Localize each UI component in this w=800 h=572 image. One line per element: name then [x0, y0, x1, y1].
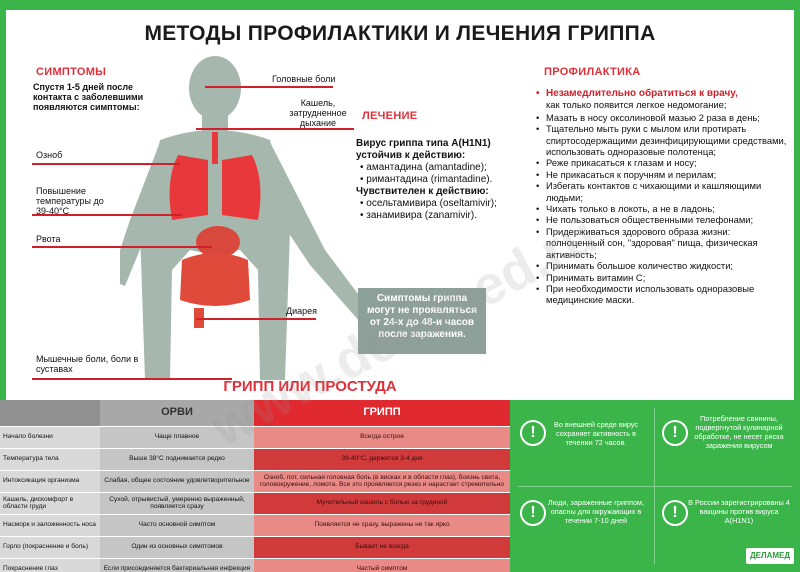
orvi-cell: Один из основных симптомов — [100, 536, 254, 559]
resistant-drug: римантадина (rimantadine). — [360, 174, 526, 186]
fact-text: Потребление свинины, подвергнутой кулина… — [694, 414, 784, 450]
prevention-list: Незамедлительно обратиться к врачу,как т… — [536, 88, 788, 306]
flu-cell: 39-40°С, держится 3-4 дня — [254, 448, 510, 471]
symptom-chills: Озноб — [36, 150, 63, 160]
flu-header: ГРИПП — [254, 400, 510, 427]
symptom-headache-line — [205, 86, 333, 88]
prevention-item: Принимать витамин С; — [536, 272, 788, 284]
fact-text: Люди, зараженные гриппом, опасны для окр… — [547, 498, 645, 525]
left-green-border — [0, 0, 6, 572]
param-cell: Интоксикация организма — [0, 470, 100, 493]
comparison-table: ОРВИ ГРИПП Начало болезни Чаще плавное В… — [0, 400, 510, 572]
fact-text: Во внешней среде вирус сохраняет активно… — [553, 420, 639, 447]
symptom-note-box: Симптомы гриппа могут не проявляться от … — [358, 288, 486, 354]
table-row: Покраснение глаз Если присоединяется бак… — [0, 558, 510, 572]
prevention-item: Придерживаться здорового образа жизни: п… — [536, 226, 788, 260]
sensitive-drug: занамивира (zanamivir). — [360, 210, 526, 222]
symptom-cough-line — [196, 128, 354, 130]
flu-cell: Всегда острое — [254, 426, 510, 449]
top-green-border — [0, 0, 800, 10]
symptom-vomiting-line — [32, 246, 212, 248]
prevention-item: Реже прикасаться к глазам и носу; — [536, 157, 788, 169]
table-row: Горло (покраснение и боль) Один из основ… — [0, 536, 510, 559]
symptoms-heading: СИМПТОМЫ — [36, 66, 107, 78]
symptom-headache: Головные боли — [272, 74, 336, 84]
sensitive-drug: осельтамивира (oseltamivir); — [360, 198, 526, 210]
table-row: Насморк и заложенность носа Часто основн… — [0, 514, 510, 537]
orvi-header: ОРВИ — [100, 400, 254, 427]
param-cell: Насморк и заложенность носа — [0, 514, 100, 537]
table-row: Начало болезни Чаще плавное Всегда остро… — [0, 426, 510, 449]
symptom-muscle-line — [32, 378, 232, 380]
param-cell: Кашель, дискомфорт в области груди — [0, 492, 100, 515]
orvi-cell: Если присоединяется бактериальная инфекц… — [100, 558, 254, 572]
symptom-chills-line — [32, 163, 180, 165]
symptom-fever: Повышение температуры до 39-40°С — [36, 186, 104, 216]
param-cell: Температура тела — [0, 448, 100, 471]
orvi-cell: Чаще плавное — [100, 426, 254, 449]
symptom-cough: Кашель, затрудненное дыхание — [289, 98, 347, 128]
symptom-diarrhea: Диарея — [286, 306, 318, 316]
flu-cell: Появляется не сразу, выражены не так ярк… — [254, 514, 510, 537]
prevention-first-bold: Незамедлительно обратиться к врачу, — [546, 88, 738, 99]
prevention-item: Чихать только в локоть, а не в ладонь; — [536, 203, 788, 215]
param-header — [0, 400, 100, 427]
treatment-heading: ЛЕЧЕНИЕ — [362, 110, 418, 122]
treatment-sensitive-line: Чувствителен к действию: — [356, 186, 489, 197]
prevention-item: Не пользоваться общественными телефонами… — [536, 214, 788, 226]
prevention-item: Принимать большое количество жидкости; — [536, 260, 788, 272]
prevention-item: Избегать контактов с чихающими и кашляющ… — [536, 180, 788, 203]
prevention-item: Незамедлительно обратиться к врачу,как т… — [536, 88, 788, 112]
symptom-muscle-pain: Мышечные боли, боли в суставах — [36, 354, 139, 374]
param-cell: Покраснение глаз — [0, 558, 100, 572]
facts-divider-horizontal — [518, 486, 792, 487]
right-green-border — [794, 0, 800, 400]
orvi-cell: Выше 38°С поднимается редко — [100, 448, 254, 471]
table-row: Температура тела Выше 38°С поднимается р… — [0, 448, 510, 471]
param-cell: Начало болезни — [0, 426, 100, 449]
prevention-item: Мазать в носу оксолиновой мазью 2 раза в… — [536, 112, 788, 124]
prevention-first-rest: как только появится легкое недомогание; — [546, 99, 727, 111]
flu-cell: Бывает не всегда — [254, 536, 510, 559]
param-cell: Горло (покраснение и боль) — [0, 536, 100, 559]
prevention-item: Не прикасаться к поручням и перилам; — [536, 169, 788, 181]
prevention-item: Тщательно мыть руки с мылом или протират… — [536, 123, 788, 157]
treatment-block: Вирус гриппа типа A(H1N1) устойчив к дей… — [356, 138, 526, 222]
prevention-heading: ПРОФИЛАКТИКА — [544, 66, 641, 78]
flu-cell: Частый симптом — [254, 558, 510, 572]
exclamation-icon: ! — [520, 500, 546, 526]
resistant-drug: амантадина (amantadine); — [360, 162, 526, 174]
symptoms-intro: Спустя 1-5 дней после контакта с заболев… — [33, 82, 144, 112]
exclamation-icon: ! — [520, 420, 546, 446]
facts-panel: ! Во внешней среде вирус сохраняет актив… — [510, 400, 800, 572]
orvi-cell: Слабая, общее состояние удовлетворительн… — [100, 470, 254, 493]
flu-cell: Мучительный кашель с болью за грудиной — [254, 492, 510, 515]
table-row: Интоксикация организма Слабая, общее сос… — [0, 470, 510, 493]
exclamation-icon: ! — [662, 420, 688, 446]
orvi-cell: Сухой, отрывистый, умеренно выраженный, … — [100, 492, 254, 515]
fact-text: В России зарегистрированы 4 вакцины прот… — [688, 498, 790, 525]
orvi-cell: Часто основной симптом — [100, 514, 254, 537]
symptom-vomiting: Рвота — [36, 234, 61, 244]
page-title: МЕТОДЫ ПРОФИЛАКТИКИ И ЛЕЧЕНИЯ ГРИППА — [144, 22, 656, 45]
table-row: Кашель, дискомфорт в области груди Сухой… — [0, 492, 510, 515]
symptom-diarrhea-line — [196, 318, 316, 320]
comparison-heading: ГРИПП ИЛИ ПРОСТУДА — [223, 378, 397, 395]
symptom-fever-line — [32, 214, 182, 216]
prevention-item: При необходимости использовать одноразов… — [536, 283, 788, 306]
flu-cell: Озноб, пот, сильная головная боль (в вис… — [254, 470, 510, 493]
exclamation-icon: ! — [662, 500, 688, 526]
treatment-virus-line: Вирус гриппа типа A(H1N1) устойчив к дей… — [356, 138, 491, 161]
comparison-header-row: ОРВИ ГРИПП — [0, 400, 510, 427]
delamed-logo: ДЕЛАМЕД — [746, 548, 794, 564]
